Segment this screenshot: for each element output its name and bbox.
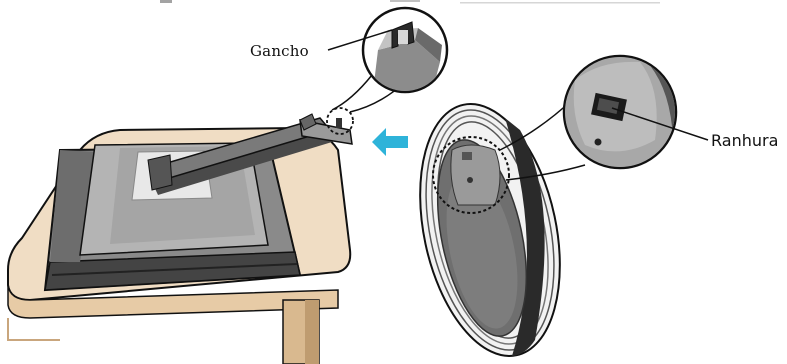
- cropped-caption-remnant: [160, 0, 660, 4]
- hook-label: Gancho: [250, 42, 309, 60]
- arrow-left-icon: [372, 128, 408, 156]
- slot-label: Ranhura: [711, 131, 778, 150]
- stand-base: [399, 91, 581, 364]
- hook-magnified-callout: [363, 8, 447, 100]
- slot-magnified-callout: [560, 50, 700, 180]
